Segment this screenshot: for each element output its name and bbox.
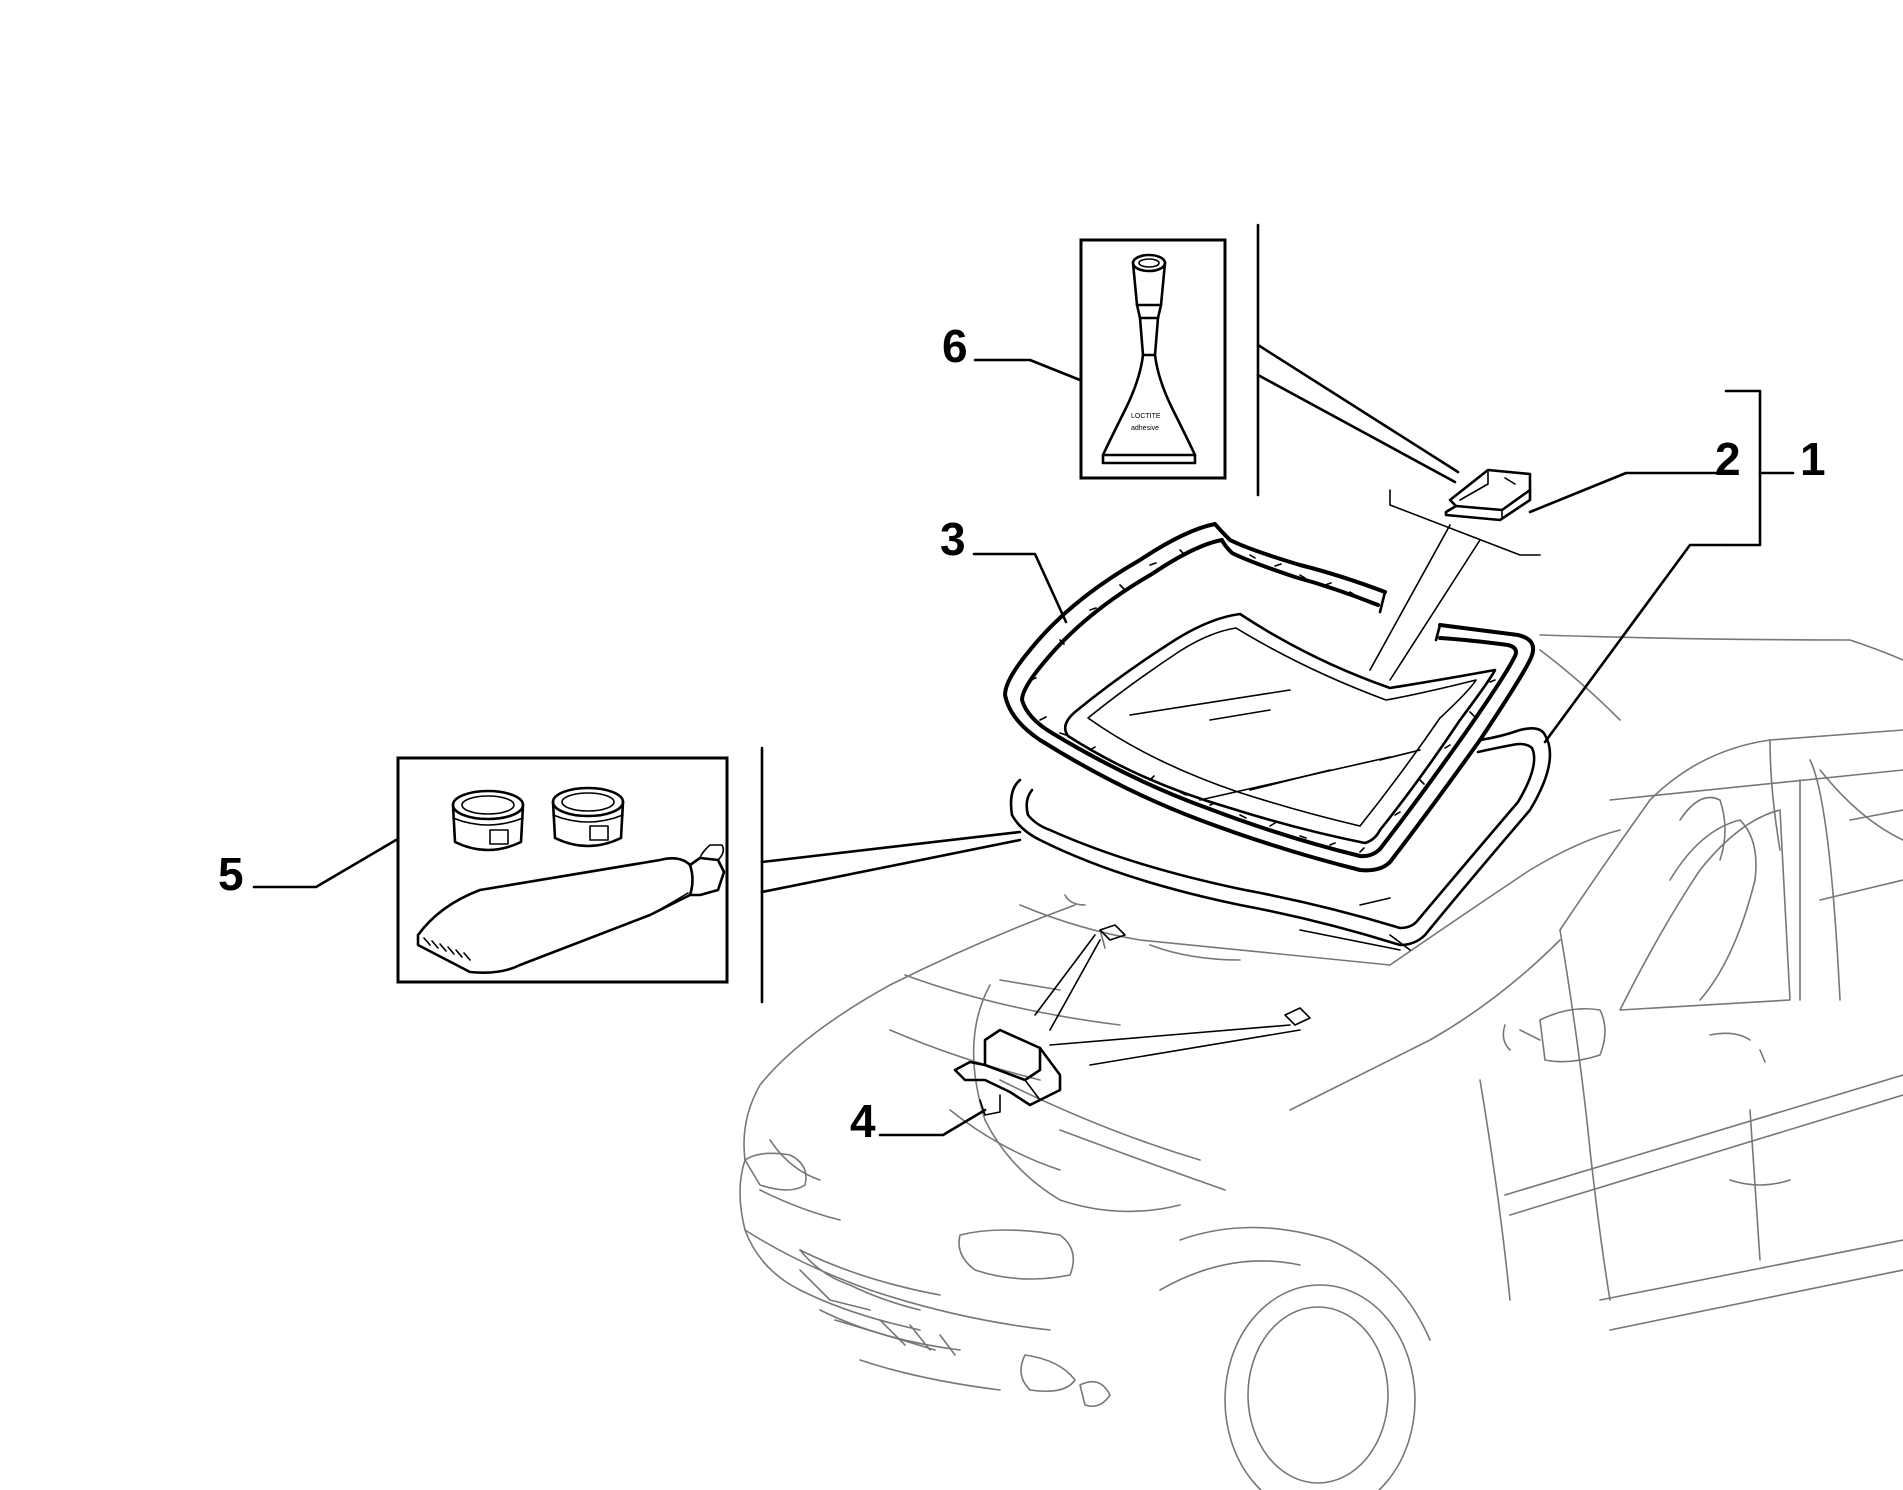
callout-3: 3	[940, 513, 966, 565]
primer-jar-icon	[451, 789, 525, 852]
part-6-adhesive-kit: LOCTITE adhesive	[973, 223, 1460, 497]
kit-6-label-line2: adhesive	[1131, 425, 1159, 432]
kit-6-label-line1: LOCTITE	[1131, 413, 1161, 420]
callout-leaders	[878, 389, 1795, 1137]
kit-5-frame	[396, 756, 729, 984]
part-2-mirror-mount	[1369, 468, 1541, 681]
callout-2: 2	[1715, 433, 1741, 485]
callout-1: 1	[1800, 433, 1826, 485]
callout-6: 6	[942, 320, 968, 372]
callout-4: 4	[850, 1095, 876, 1147]
adhesive-tube-icon	[416, 844, 726, 974]
part-3-windscreen	[1003, 522, 1535, 906]
part-1-outer-gasket	[1009, 727, 1552, 951]
kit-6-frame	[1079, 238, 1227, 480]
car-body-outline	[739, 634, 1903, 1490]
part-4-washer-nozzle	[953, 924, 1311, 1116]
part-5-primer-kit	[252, 746, 1022, 1004]
adhesive-bottle-icon	[1101, 253, 1197, 465]
callout-5: 5	[218, 848, 244, 900]
primer-jar-icon	[551, 786, 625, 848]
